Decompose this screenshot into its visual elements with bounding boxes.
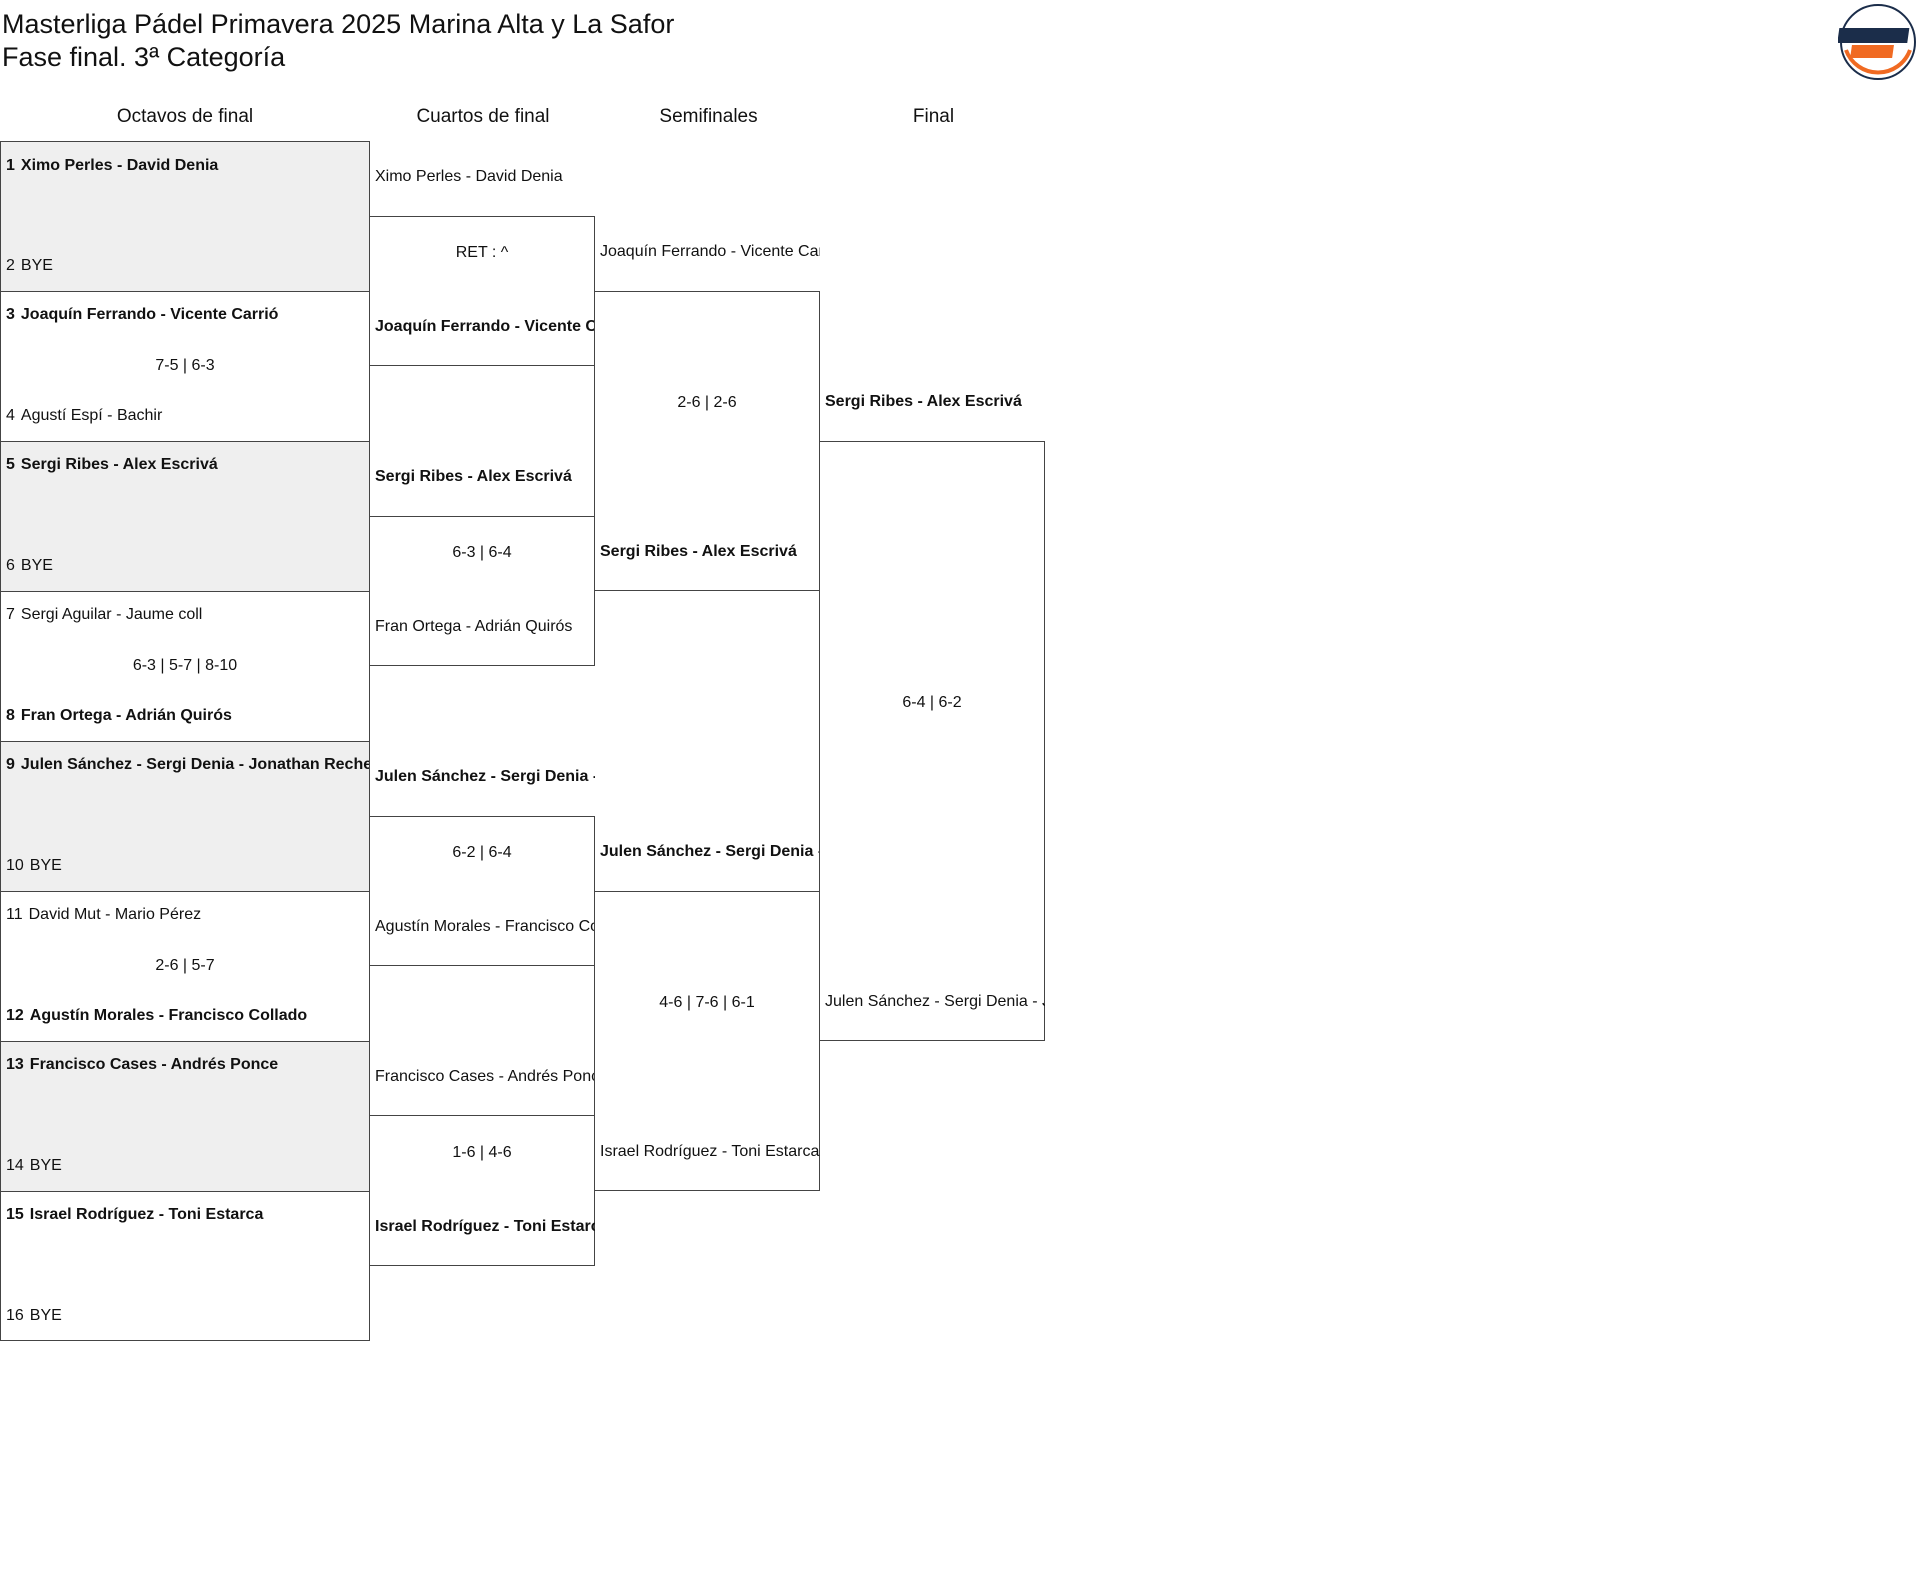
r16-6-score: 2-6 | 5-7 — [155, 957, 215, 974]
round-header-final: Final — [912, 106, 955, 127]
sf-2-team-b: Israel Rodríguez - Toni Estarca — [600, 1143, 820, 1160]
qf-match-3 — [369, 816, 595, 966]
page-title: Masterliga Pádel Primavera 2025 Marina A… — [2, 9, 675, 39]
qf-1-score: RET : ^ — [455, 244, 509, 261]
final-score: 6-4 | 6-2 — [902, 694, 962, 711]
r16-match-8 — [0, 1191, 370, 1341]
qf-match-1 — [369, 216, 595, 366]
page-subtitle: Fase final. 3ª Categoría — [2, 42, 286, 72]
qf-4-team-b: Israel Rodríguez - Toni Estarca — [375, 1218, 595, 1235]
qf-4-team-a: Francisco Cases - Andrés Ponce — [375, 1068, 595, 1085]
sf-1-team-b: Sergi Ribes - Alex Escrivá — [600, 543, 797, 560]
masterliga-logo — [1838, 4, 1916, 80]
qf-3-score: 6-2 | 6-4 — [452, 844, 512, 861]
round-header-qf: Cuartos de final — [416, 106, 550, 127]
qf-3-team-a: Julen Sánchez - Sergi Denia - Jonathan R… — [375, 768, 595, 785]
sf-2-score: 4-6 | 7-6 | 6-1 — [659, 994, 755, 1011]
qf-match-2 — [369, 516, 595, 666]
sf-match-2 — [594, 891, 820, 1191]
qf-2-team-a: Sergi Ribes - Alex Escrivá — [375, 468, 572, 485]
r16-2-score: 7-5 | 6-3 — [155, 357, 215, 374]
qf-4-score: 1-6 | 4-6 — [452, 1144, 512, 1161]
round-header-sf: Semifinales — [659, 106, 758, 127]
r16-match-7 — [0, 1041, 370, 1192]
qf-1-team-b: Joaquín Ferrando - Vicente Carrió — [375, 318, 595, 335]
final-team-a: Sergi Ribes - Alex Escrivá — [825, 393, 1022, 410]
r16-4-score: 6-3 | 5-7 | 8-10 — [132, 657, 238, 674]
qf-2-team-b: Fran Ortega - Adrián Quirós — [375, 618, 573, 635]
final-match — [819, 441, 1045, 1041]
final-team-b: Julen Sánchez - Sergi Denia - Jonathan R… — [825, 993, 1045, 1010]
qf-match-4 — [369, 1115, 595, 1266]
qf-1-team-a: Ximo Perles - David Denia — [375, 168, 563, 185]
qf-3-team-b: Agustín Morales - Francisco Collado — [375, 918, 595, 935]
sf-2-team-a: Julen Sánchez - Sergi Denia - Jonathan R… — [600, 843, 820, 860]
sf-1-score: 2-6 | 2-6 — [677, 394, 737, 411]
qf-2-score: 6-3 | 6-4 — [452, 544, 512, 561]
sf-1-team-a: Joaquín Ferrando - Vicente Carrió — [600, 243, 820, 260]
r16-match-5 — [0, 741, 370, 892]
r16-match-1 — [0, 141, 370, 292]
round-header-r16: Octavos de final — [116, 106, 254, 127]
